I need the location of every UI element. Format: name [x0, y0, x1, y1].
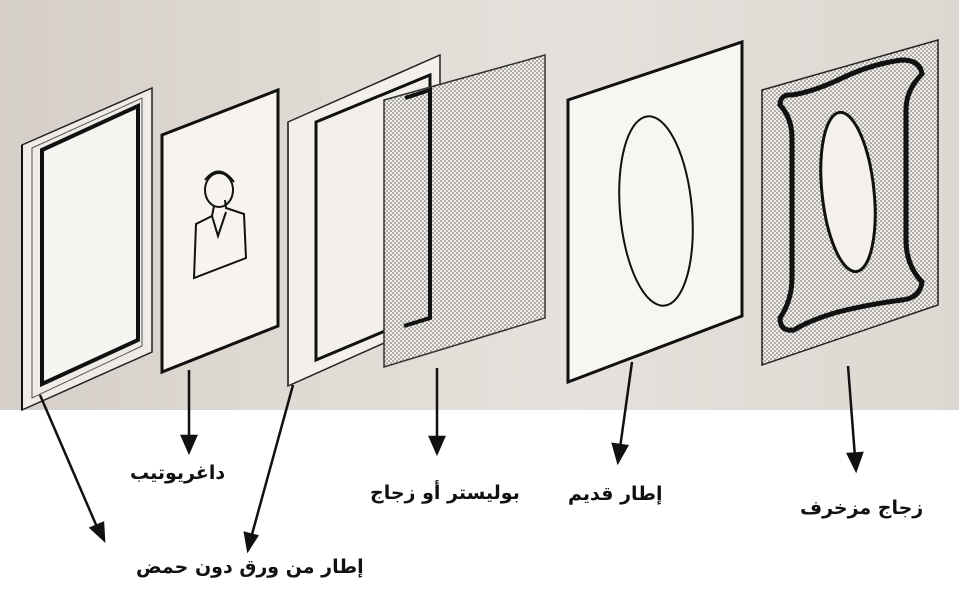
backing-frame	[22, 88, 152, 410]
daguerreotype-plate	[162, 90, 278, 372]
decorated-glass	[762, 40, 938, 365]
arrow-acid-free-mat-right	[245, 385, 293, 550]
label-polyester-or-glass: بوليستر أو زجاج	[370, 482, 520, 504]
arrow-polyester-glass	[430, 368, 444, 453]
label-old-frame: إطار قديم	[568, 483, 663, 505]
label-acid-free-mat: إطار من ورق دون حمض	[136, 556, 364, 578]
arrow-daguerreotype	[182, 370, 196, 452]
arrow-old-frame	[613, 362, 632, 462]
label-decorated-glass: زجاج مزخرف	[800, 497, 923, 519]
arrow-acid-free-mat-left	[40, 395, 104, 540]
arrow-decorated-glass	[848, 366, 862, 470]
pointer-arrows	[40, 362, 862, 550]
polyester-glass-sheet	[384, 55, 545, 367]
label-daguerreotype: داغريوتيب	[130, 462, 225, 484]
old-frame	[568, 42, 742, 382]
